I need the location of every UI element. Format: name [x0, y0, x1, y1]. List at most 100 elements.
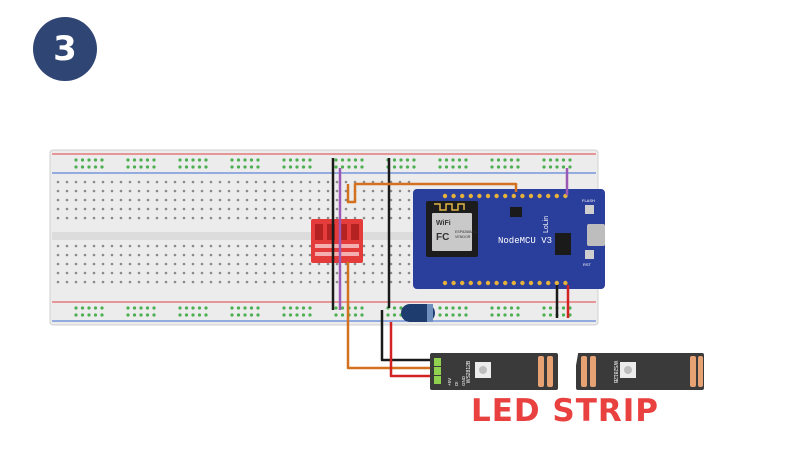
terminal-hole	[299, 216, 303, 220]
terminal-hole	[299, 253, 303, 257]
terminal-hole	[146, 253, 150, 257]
rail-hole	[561, 306, 566, 310]
rail-hole	[516, 165, 520, 169]
terminal-hole	[263, 180, 267, 184]
terminal-hole	[272, 244, 276, 248]
terminal-hole	[146, 280, 150, 284]
rail-hole	[191, 306, 195, 310]
terminal-hole	[74, 198, 78, 202]
terminal-hole	[83, 180, 87, 184]
rail-hole	[353, 165, 358, 169]
terminal-hole	[56, 198, 60, 202]
rail-hole	[204, 313, 208, 317]
terminal-hole	[380, 262, 384, 266]
rail-hole	[496, 165, 501, 169]
rail-hole	[178, 158, 182, 162]
terminal-hole	[218, 244, 222, 248]
terminal-hole	[245, 180, 249, 184]
rail-hole	[256, 313, 260, 317]
header-pin	[468, 193, 473, 199]
terminal-hole	[272, 189, 276, 193]
terminal-hole	[335, 262, 339, 266]
rail-hole	[178, 165, 182, 169]
terminal-hole	[299, 180, 303, 184]
terminal-hole	[137, 262, 141, 266]
terminal-hole	[173, 198, 177, 202]
terminal-hole	[65, 207, 69, 211]
rail-hole	[516, 306, 520, 310]
terminal-hole	[380, 271, 384, 275]
terminal-hole	[254, 262, 258, 266]
terminal-hole	[155, 216, 159, 220]
terminal-hole	[101, 244, 105, 248]
rail-hole	[542, 313, 546, 317]
terminal-hole	[74, 253, 78, 257]
rail-hole	[93, 158, 98, 162]
terminal-hole	[290, 262, 294, 266]
terminal-hole	[110, 262, 114, 266]
rail-hole	[139, 165, 143, 169]
rail-hole	[132, 165, 137, 169]
header-pin	[485, 280, 491, 286]
rail-hole	[561, 158, 566, 162]
rail-hole	[197, 158, 202, 162]
header-pin	[546, 193, 551, 199]
terminal-hole	[146, 271, 150, 275]
terminal-hole	[74, 244, 78, 248]
terminal-hole	[191, 253, 195, 257]
terminal-hole	[191, 271, 195, 275]
rail-hole	[464, 313, 468, 317]
terminal-hole	[245, 262, 249, 266]
terminal-hole	[209, 207, 213, 211]
rail-hole	[308, 313, 312, 317]
terminal-hole	[164, 280, 168, 284]
terminal-hole	[407, 262, 411, 266]
terminal-hole	[389, 262, 393, 266]
terminal-hole	[398, 216, 402, 220]
terminal-hole	[245, 271, 249, 275]
terminal-hole	[317, 262, 321, 266]
terminal-hole	[92, 271, 96, 275]
terminal-hole	[209, 271, 213, 275]
terminal-hole	[290, 198, 294, 202]
terminal-hole	[65, 253, 69, 257]
terminal-hole	[119, 216, 123, 220]
terminal-hole	[137, 253, 141, 257]
terminal-hole	[272, 280, 276, 284]
terminal-hole	[326, 198, 330, 202]
rail-hole	[288, 313, 293, 317]
rail-hole	[126, 313, 130, 317]
terminal-hole	[272, 180, 276, 184]
terminal-hole	[371, 207, 375, 211]
terminal-hole	[74, 271, 78, 275]
terminal-hole	[398, 207, 402, 211]
terminal-hole	[236, 207, 240, 211]
rail-hole	[243, 313, 247, 317]
terminal-hole	[407, 189, 411, 193]
terminal-hole	[128, 271, 132, 275]
rail-hole	[295, 306, 299, 310]
terminal-hole	[281, 253, 285, 257]
rail-hole	[444, 313, 449, 317]
terminal-hole	[236, 271, 240, 275]
terminal-hole	[128, 244, 132, 248]
led-strip-caption: LED STRIP	[470, 393, 660, 429]
terminal-hole	[326, 180, 330, 184]
terminal-hole	[83, 198, 87, 202]
terminal-hole	[272, 207, 276, 211]
rail-hole	[308, 165, 312, 169]
rail-hole	[347, 165, 351, 169]
rail-hole	[353, 158, 358, 162]
terminal-hole	[362, 280, 366, 284]
strip-chip-label: WS2812B	[612, 361, 618, 384]
rail-hole	[438, 165, 442, 169]
terminal-hole	[245, 280, 249, 284]
terminal-hole	[110, 180, 114, 184]
terminal-hole	[371, 216, 375, 220]
rail-hole	[464, 158, 468, 162]
terminal-hole	[128, 189, 132, 193]
terminal-hole	[173, 262, 177, 266]
terminal-hole	[200, 271, 204, 275]
terminal-hole	[218, 253, 222, 257]
rail-hole	[561, 165, 566, 169]
